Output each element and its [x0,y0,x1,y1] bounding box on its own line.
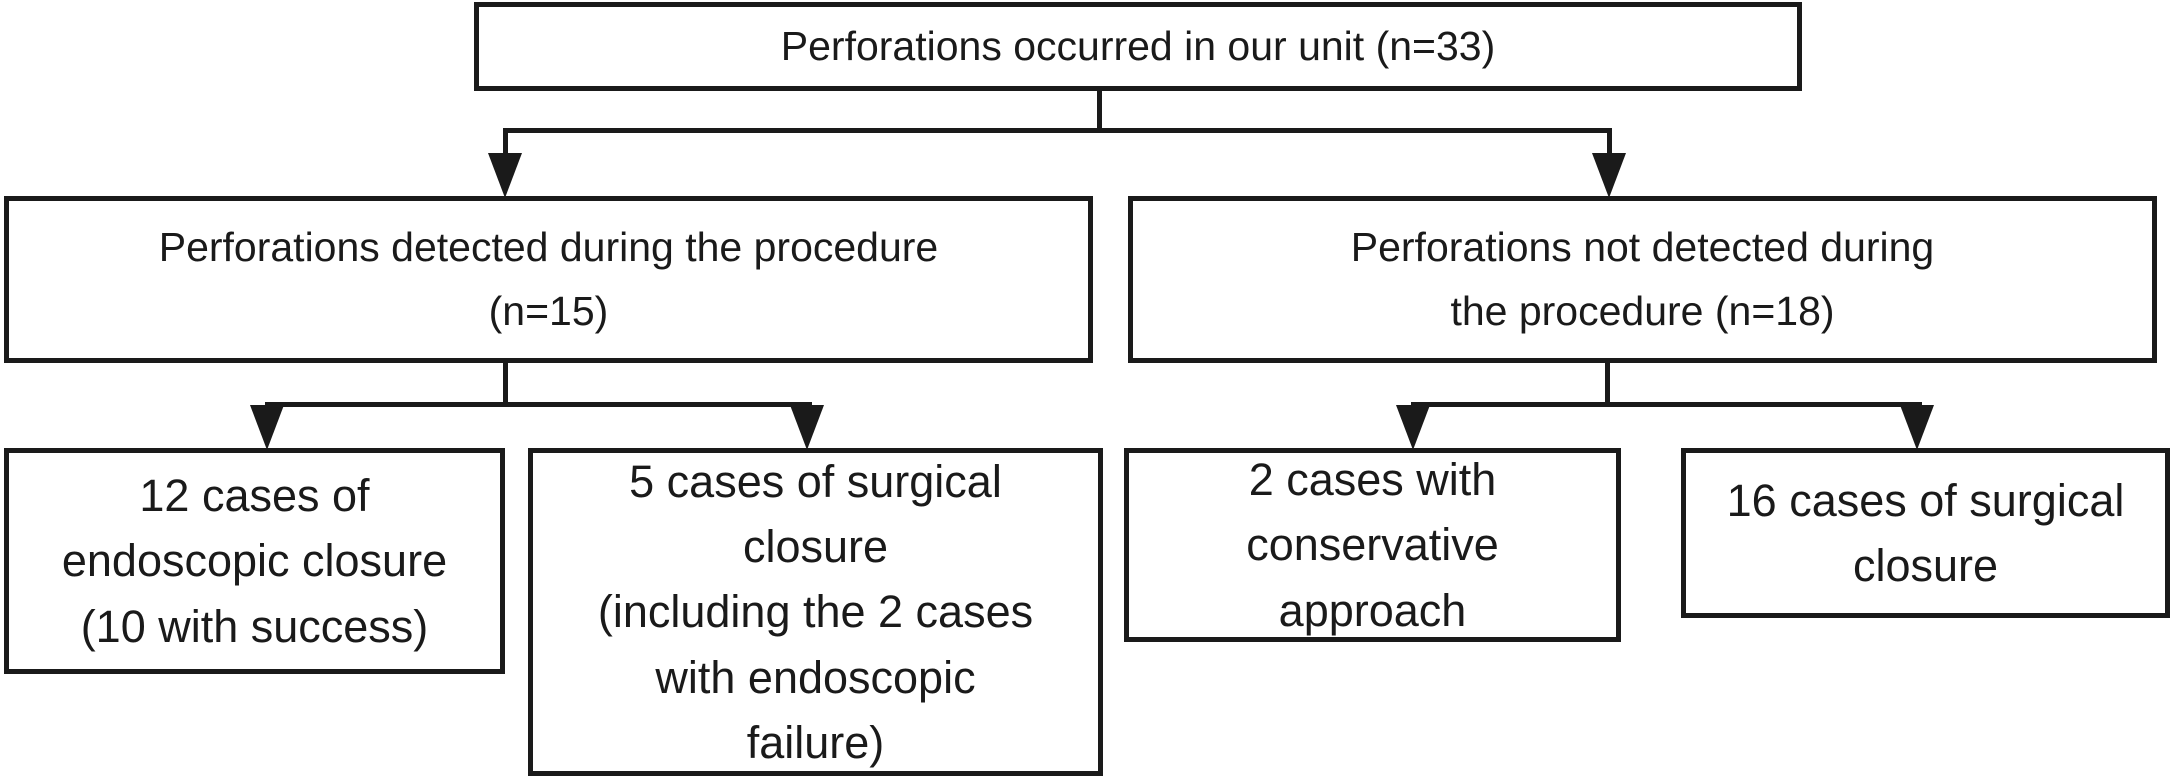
node-surgical-closure-detected-label: 5 cases of surgical closure (including t… [597,455,1034,768]
node-surgical-closure-not-detected: 16 cases of surgical closure [1681,448,2170,618]
arrowhead-to-detected-icon [488,153,522,198]
node-not-detected-label: Perforations not detected during the pro… [1350,223,1935,334]
node-root-perforations-total: Perforations occurred in our unit (n=33) [474,2,1802,91]
node-conservative-approach: 2 cases with conservative approach [1124,448,1621,642]
arrowhead-to-surgical-closure-detected-icon [790,405,824,450]
connector-root-right-drop [1607,128,1612,156]
node-not-detected-during-procedure: Perforations not detected during the pro… [1128,196,2157,363]
connector-not-detected-horizontal-bar [1411,402,1922,407]
node-conservative-approach-label: 2 cases with conservative approach [1246,454,1499,636]
node-root-label: Perforations occurred in our unit (n=33) [780,22,1496,69]
node-surgical-closure-detected: 5 cases of surgical closure (including t… [528,448,1103,776]
connector-detected-horizontal-bar [265,402,812,407]
connector-not-detected-stem [1605,363,1610,406]
arrowhead-to-not-detected-icon [1592,153,1626,198]
connector-root-left-drop [503,128,508,156]
connector-root-stem [1097,91,1102,130]
node-detected-label: Perforations detected during the procedu… [158,223,939,334]
arrowhead-to-surgical-closure-not-detected-icon [1900,405,1934,450]
node-surgical-closure-not-detected-label: 16 cases of surgical closure [1726,474,2125,591]
node-detected-during-procedure: Perforations detected during the procedu… [4,196,1093,363]
arrowhead-to-conservative-approach-icon [1396,405,1430,450]
connector-detected-stem [503,363,508,406]
connector-root-horizontal-bar [503,128,1612,133]
arrowhead-to-endoscopic-closure-icon [250,405,284,450]
node-endoscopic-closure-label: 12 cases of endoscopic closure (10 with … [61,470,448,652]
node-endoscopic-closure: 12 cases of endoscopic closure (10 with … [4,448,505,674]
